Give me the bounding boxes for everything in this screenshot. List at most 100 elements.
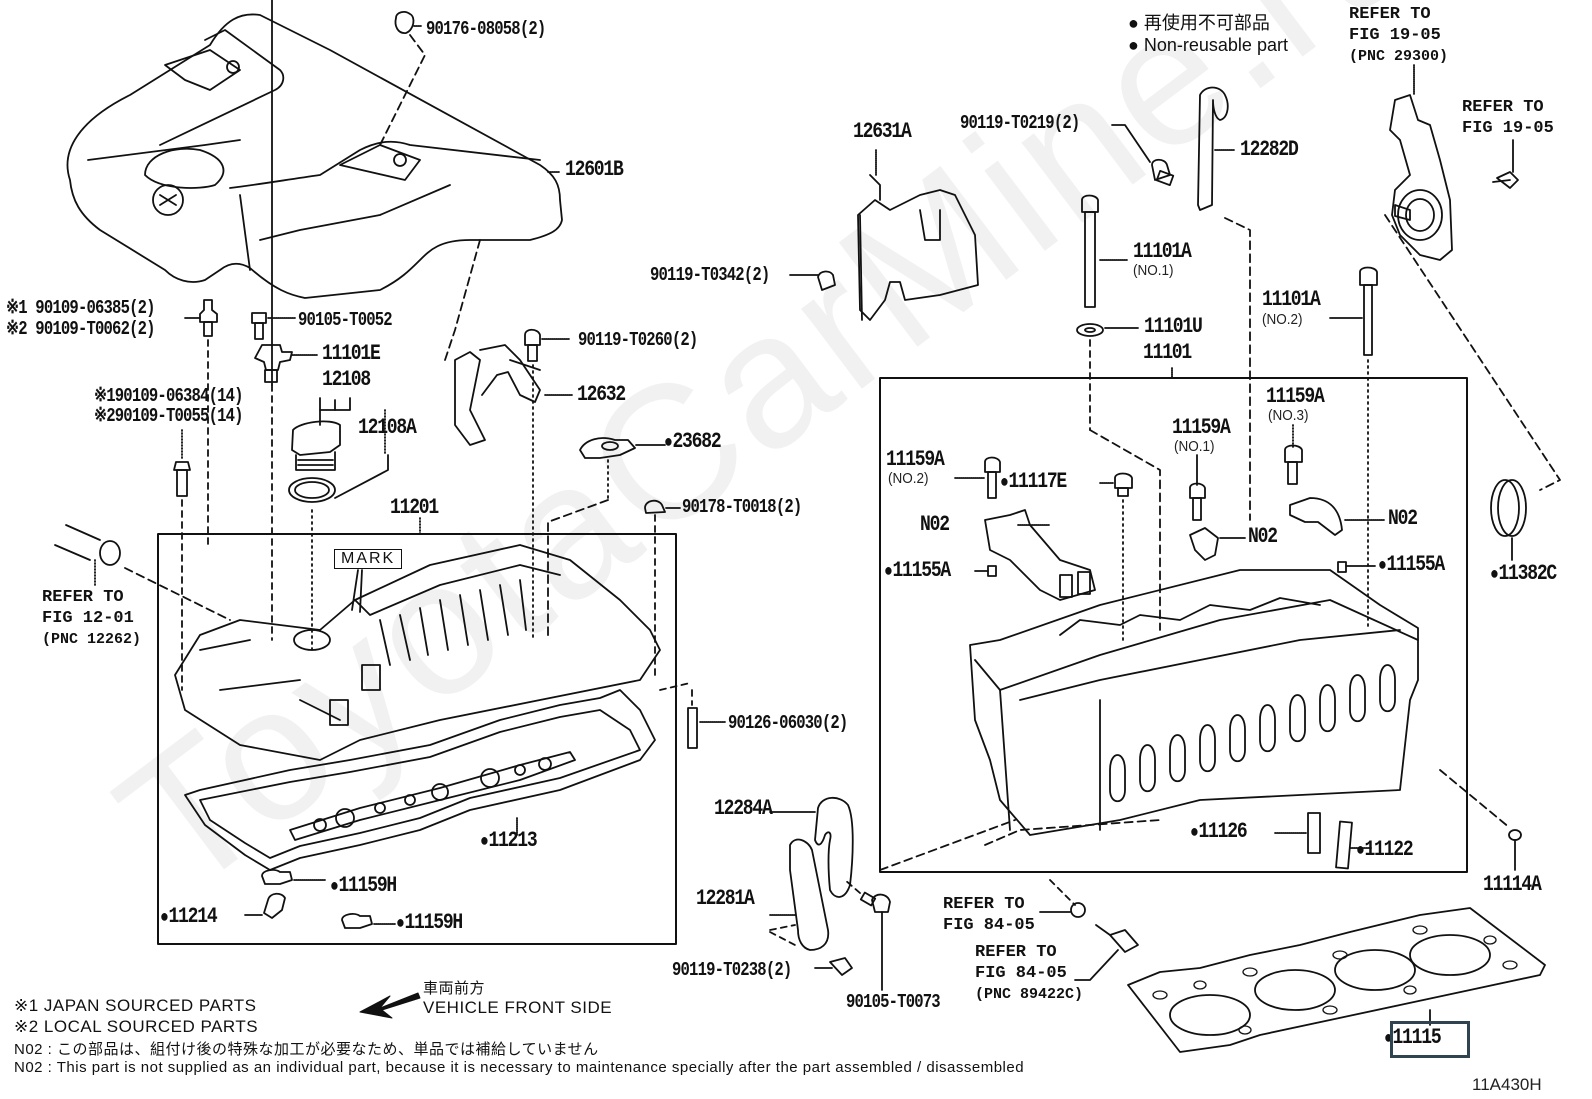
footnote-japan-sourced: ※1 JAPAN SOURCED PARTS (14, 996, 257, 1015)
part-label-N02-2[interactable]: N02 (1248, 524, 1278, 549)
part-number-11159H-2: 11159H (404, 910, 463, 935)
part-label-90109-06384[interactable]: ※190109-06384(14) (94, 385, 244, 407)
part-label-90119-T0342[interactable]: 90119-T0342(2) (650, 264, 770, 286)
part-label-12601B[interactable]: 12601B (565, 157, 624, 182)
oil-seal-11382C-illustration (1490, 479, 1527, 561)
part-sublabel-no1: (NO.1) (1174, 438, 1215, 455)
legend-non-reusable-jp: ● 再使用不可部品 (1128, 9, 1270, 35)
part-label-11159A-no3[interactable]: 11159A (1266, 384, 1325, 409)
reference-line: FIG 12-01 (42, 609, 134, 628)
part-number-11214: 11214 (168, 904, 217, 929)
part-label-90105-T0073[interactable]: 90105-T0073 (846, 991, 941, 1013)
reference-fig-19-05-pnc-29300[interactable]: REFER TO FIG 19-05 (PNC 29300) (1349, 4, 1448, 67)
non-reusable-bullet-icon: ● (1128, 13, 1144, 33)
part-label-11159H-1[interactable]: 11159H (330, 873, 397, 898)
part-label-N02-3[interactable]: N02 (1388, 506, 1418, 531)
engine-hanger-12281A-illustration (769, 838, 830, 951)
part-label-90109-06385[interactable]: ※1 90109-06385(2) (6, 297, 156, 319)
part-label-12631A[interactable]: 12631A (853, 119, 912, 144)
reference-fig-12-01[interactable]: REFER TO FIG 12-01 (PNC 12262) (42, 587, 141, 650)
reference-pnc: (PNC 29300) (1349, 48, 1449, 65)
part-label-11159A-no1[interactable]: 11159A (1172, 415, 1231, 440)
vehicle-front-arrow-icon (359, 992, 421, 1019)
part-label-90176-08058[interactable]: 90176-08058(2) (426, 18, 546, 40)
plug-11114A-illustration (1439, 769, 1522, 871)
part-label-12282D[interactable]: 12282D (1240, 137, 1299, 162)
engine-cover-illustration (66, 13, 563, 299)
bolt-90109-T0055-illustration (173, 429, 191, 691)
reference-pnc: (PNC 12262) (42, 631, 142, 648)
part-number-11155A-2: 11155A (1386, 552, 1445, 577)
part-label-11101[interactable]: 11101 (1143, 340, 1192, 365)
part-label-12632[interactable]: 12632 (577, 382, 626, 407)
mark-callout: MARK (334, 549, 403, 569)
part-label-11114A[interactable]: 11114A (1483, 872, 1542, 897)
part-label-11101A-no1[interactable]: 11101A (1133, 239, 1192, 264)
part-label-12108[interactable]: 12108 (322, 367, 371, 392)
part-label-12281A[interactable]: 12281A (696, 886, 755, 911)
part-label-11213[interactable]: 11213 (480, 828, 537, 853)
reference-line: FIG 19-05 (1462, 119, 1554, 138)
part-label-11115[interactable]: 11115 (1384, 1027, 1441, 1049)
part-label-12108A[interactable]: 12108A (358, 415, 417, 440)
part-number-23682: 23682 (672, 429, 721, 454)
part-label-11201[interactable]: 11201 (390, 495, 439, 520)
part-sublabel-no2: (NO.2) (1262, 311, 1303, 328)
legend-non-reusable-en: ● Non-reusable part (1128, 35, 1288, 56)
reference-fig-84-05-pnc-89422c[interactable]: REFER TO FIG 84-05 (PNC 89422C) (975, 942, 1083, 1005)
bolt-90105-T0073-illustration (844, 879, 891, 991)
head-bolt-11101A-no1-illustration (1076, 194, 1173, 631)
part-label-11155A-1[interactable]: 11155A (884, 558, 951, 583)
part-label-90119-T0260[interactable]: 90119-T0260(2) (578, 329, 698, 351)
part-number-11126: 11126 (1198, 819, 1247, 844)
part-label-11117E[interactable]: 11117E (1000, 471, 1067, 493)
stud-90126-illustration (687, 689, 726, 749)
part-label-90109-T0055[interactable]: ※290109-T0055(14) (94, 405, 244, 427)
part-label-90126-06030[interactable]: 90126-06030(2) (728, 712, 848, 734)
part-label-90119-T0238[interactable]: 90119-T0238(2) (672, 959, 792, 981)
part-label-11382C[interactable]: 11382C (1490, 563, 1557, 585)
gasket-23682-illustration (547, 437, 666, 641)
reference-fig-84-05[interactable]: REFER TO FIG 84-05 (943, 894, 1035, 936)
part-label-12284A[interactable]: 12284A (714, 796, 773, 821)
part-number-11159H-1: 11159H (338, 873, 397, 898)
part-label-11126[interactable]: 11126 (1190, 819, 1247, 844)
reference-fig-19-05[interactable]: REFER TO FIG 19-05 (1462, 97, 1554, 139)
part-label-11101E[interactable]: 11101E (322, 341, 381, 366)
part-sublabel-no1: (NO.1) (1133, 262, 1174, 279)
part-label-23682[interactable]: 23682 (664, 429, 721, 454)
part-label-90119-T0219[interactable]: 90119-T0219(2) (960, 112, 1080, 134)
part-label-11101U[interactable]: 11101U (1144, 314, 1203, 339)
part-number-11122: 11122 (1364, 837, 1413, 862)
temperature-sensor-illustration (1039, 879, 1139, 981)
part-label-90109-T0062[interactable]: ※2 90109-T0062(2) (6, 318, 156, 340)
part-label-N02-1[interactable]: N02 (920, 512, 950, 537)
part-label-11159A-no2[interactable]: 11159A (886, 447, 945, 472)
cylinder-head-cover-group (157, 517, 677, 945)
clip-illustration (379, 11, 426, 146)
part-label-11214[interactable]: 11214 (160, 904, 217, 929)
direction-label-en: VEHICLE FRONT SIDE (423, 998, 613, 1017)
figure-id: 11A430H (1472, 1075, 1542, 1094)
part-sublabel-no2: (NO.2) (888, 470, 929, 487)
part-label-90178-T0018[interactable]: 90178-T0018(2) (682, 496, 802, 518)
legend-text: Non-reusable part (1143, 35, 1288, 55)
reference-line: REFER TO (943, 895, 1025, 914)
reference-line: FIG 84-05 (943, 916, 1035, 935)
part-label-11101A-no2[interactable]: 11101A (1262, 287, 1321, 312)
reference-line: REFER TO (1462, 98, 1544, 117)
part-number-11213: 11213 (488, 828, 537, 853)
part-label-90105-T0052[interactable]: 90105-T0052 (298, 309, 393, 331)
part-label-11159H-2[interactable]: 11159H (396, 910, 463, 935)
footnote-n02-en: N02 : This part is not supplied as an in… (14, 1059, 1025, 1076)
vacuum-pump-illustration (1384, 64, 1561, 491)
sensor-11101E-illustration (254, 0, 319, 641)
part-number-11155A-1: 11155A (892, 558, 951, 583)
head-bolt-11101A-no2-illustration (1329, 266, 1378, 631)
reference-line: REFER TO (975, 943, 1057, 962)
engine-hanger-12282D-illustration (1111, 86, 1251, 521)
head-gasket-11115-illustration (1127, 907, 1546, 1053)
part-label-11122[interactable]: 11122 (1356, 837, 1413, 862)
part-label-11155A-2[interactable]: 11155A (1378, 552, 1445, 577)
